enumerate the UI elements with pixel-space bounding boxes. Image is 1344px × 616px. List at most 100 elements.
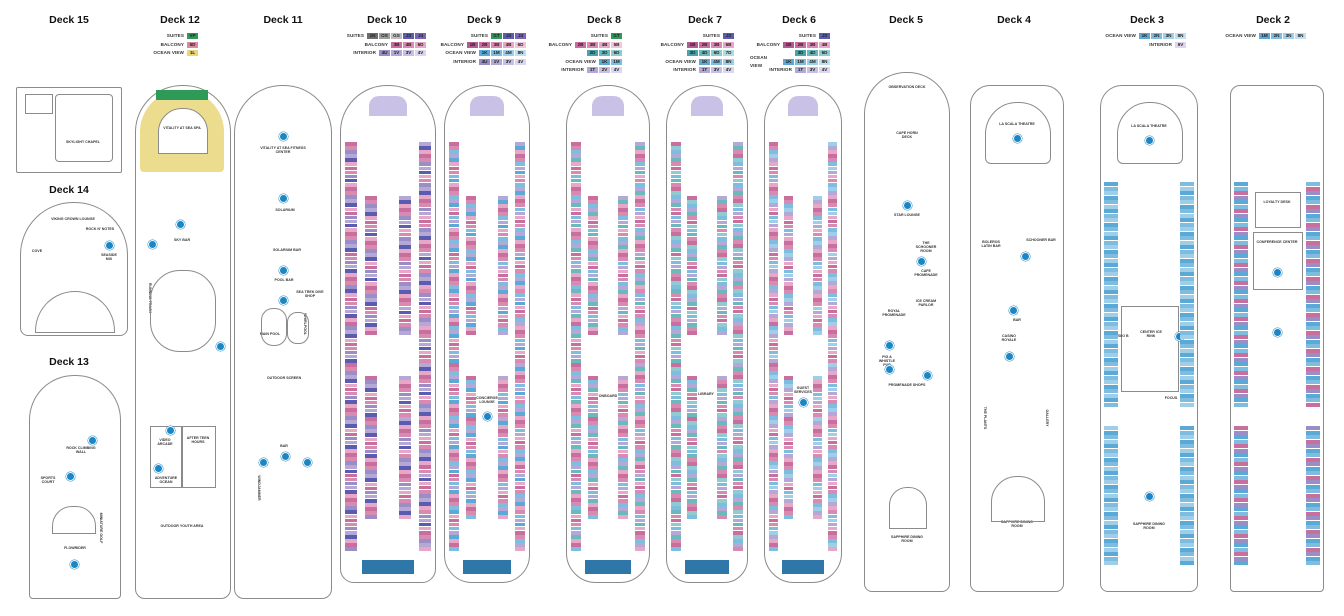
cabin[interactable] (399, 298, 411, 302)
cabin[interactable] (784, 245, 793, 249)
cabin[interactable] (498, 281, 508, 286)
cabin[interactable] (449, 367, 459, 371)
legend-chip[interactable]: 1T (699, 67, 710, 74)
cabin[interactable] (813, 466, 822, 470)
cabin[interactable] (635, 338, 645, 343)
cabin[interactable] (813, 453, 822, 458)
cabin[interactable] (635, 178, 645, 183)
cabin[interactable] (784, 503, 793, 507)
legend-chip[interactable]: 1M (611, 58, 622, 65)
cabin[interactable] (498, 212, 508, 216)
cabin[interactable] (466, 478, 476, 483)
cabin[interactable] (1180, 389, 1194, 393)
cabin[interactable] (1306, 222, 1320, 227)
cabin[interactable] (466, 241, 476, 245)
cabin[interactable] (498, 294, 508, 298)
cabin[interactable] (1234, 231, 1248, 236)
cabin[interactable] (671, 227, 681, 232)
cabin[interactable] (1104, 511, 1118, 516)
cabin[interactable] (733, 174, 743, 179)
cabin[interactable] (449, 305, 459, 310)
cabin[interactable] (733, 465, 743, 469)
cabin[interactable] (498, 249, 508, 253)
cabin[interactable] (635, 543, 645, 547)
cabin[interactable] (733, 494, 743, 498)
cabin[interactable] (717, 384, 727, 388)
cabin[interactable] (449, 350, 459, 355)
cabin[interactable] (345, 457, 357, 461)
cabin[interactable] (671, 199, 681, 203)
cabin[interactable] (419, 387, 431, 392)
cabin[interactable] (733, 543, 743, 547)
cabin[interactable] (588, 449, 598, 454)
cabin[interactable] (1234, 218, 1248, 222)
cabin[interactable] (1180, 534, 1194, 538)
cabin[interactable] (571, 518, 581, 523)
cabin[interactable] (449, 166, 459, 171)
cabin[interactable] (1104, 267, 1118, 272)
cabin[interactable] (635, 305, 645, 310)
cabin[interactable] (1234, 249, 1248, 254)
cabin[interactable] (571, 539, 581, 543)
cabin[interactable] (419, 375, 431, 379)
cabin[interactable] (1306, 326, 1320, 330)
cabin[interactable] (635, 260, 645, 265)
legend-chip[interactable]: 2B (699, 41, 710, 48)
cabin[interactable] (1104, 462, 1118, 466)
cabin[interactable] (1306, 534, 1320, 538)
cabin[interactable] (571, 187, 581, 191)
cabin[interactable] (733, 305, 743, 310)
cabin[interactable] (618, 400, 628, 405)
cabin[interactable] (769, 449, 778, 453)
cabin[interactable] (419, 391, 431, 396)
cabin[interactable] (813, 236, 822, 241)
cabin[interactable] (1180, 317, 1194, 321)
casino-icon[interactable] (1005, 352, 1014, 361)
cabin[interactable] (419, 416, 431, 420)
cabin[interactable] (635, 535, 645, 539)
cabin[interactable] (828, 543, 837, 547)
cabin[interactable] (399, 474, 411, 478)
cabin[interactable] (618, 298, 628, 302)
cabin[interactable] (399, 421, 411, 425)
cabin[interactable] (1180, 362, 1194, 366)
cabin[interactable] (671, 510, 681, 515)
cabin[interactable] (769, 244, 778, 248)
cabin[interactable] (733, 399, 743, 404)
cabin[interactable] (365, 273, 377, 278)
cabin[interactable] (828, 285, 837, 289)
cabin[interactable] (813, 294, 822, 298)
cabin[interactable] (449, 465, 459, 469)
cabin[interactable] (588, 220, 598, 225)
cabin[interactable] (618, 503, 628, 507)
cabin[interactable] (515, 395, 525, 400)
cabin[interactable] (515, 453, 525, 457)
cabin[interactable] (449, 363, 459, 367)
cabin[interactable] (671, 514, 681, 519)
cabin[interactable] (419, 301, 431, 306)
cabin[interactable] (784, 462, 793, 466)
cabin[interactable] (571, 420, 581, 424)
cabin[interactable] (813, 400, 822, 405)
cabin[interactable] (1104, 303, 1118, 308)
cabin[interactable] (733, 309, 743, 314)
cabin[interactable] (1306, 462, 1320, 466)
legend-chip[interactable]: 6D (711, 50, 722, 57)
cabin[interactable] (1104, 366, 1118, 371)
cabin[interactable] (449, 428, 459, 433)
cabin[interactable] (571, 494, 581, 498)
cabin[interactable] (1180, 303, 1194, 308)
deck2-plan[interactable]: LOYALTY DESK CONFERENCE CENTER (1230, 85, 1324, 592)
cabin[interactable] (813, 290, 822, 294)
cabin[interactable] (449, 543, 459, 547)
cabin[interactable] (365, 314, 377, 319)
cabin[interactable] (717, 462, 727, 466)
cabin[interactable] (635, 154, 645, 158)
cabin[interactable] (498, 417, 508, 421)
cabin[interactable] (588, 412, 598, 417)
cabin[interactable] (515, 481, 525, 486)
cabin[interactable] (733, 301, 743, 306)
cabin[interactable] (733, 498, 743, 502)
cabin[interactable] (419, 412, 431, 416)
cabin[interactable] (399, 437, 411, 442)
